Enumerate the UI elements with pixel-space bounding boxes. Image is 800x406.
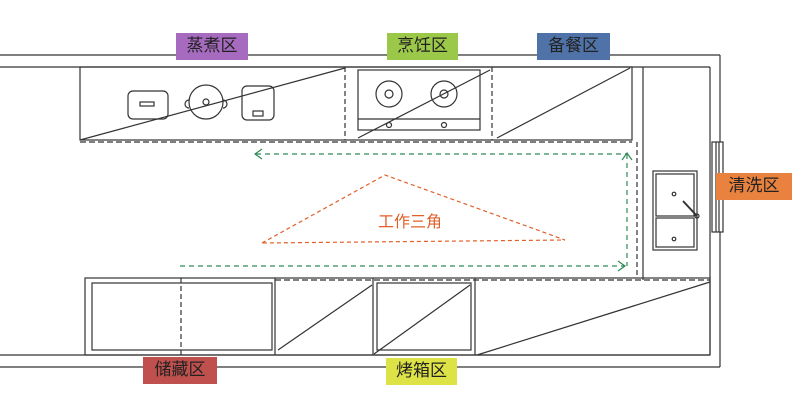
top-counter xyxy=(79,66,633,143)
zone-label-prep: 备餐区 xyxy=(537,33,610,60)
pot-icon xyxy=(184,84,228,120)
flow-arrows xyxy=(180,153,628,267)
zone-label-oven: 烤箱区 xyxy=(386,358,457,385)
sink-counter xyxy=(636,67,644,280)
work-triangle-label: 工作三角 xyxy=(378,212,443,231)
walls xyxy=(0,54,721,368)
zone-label-wash: 清洗区 xyxy=(716,173,792,200)
rice-cooker-icon xyxy=(241,85,275,121)
steamer-icon xyxy=(127,90,169,120)
bottom-counter xyxy=(84,277,711,356)
zone-label-cook: 烹饪区 xyxy=(387,33,458,60)
work-triangle xyxy=(261,174,566,244)
arrowheads xyxy=(253,148,633,272)
zone-label-steam: 蒸煮区 xyxy=(176,33,248,60)
sink-icon xyxy=(652,170,700,251)
zone-label-storage: 储藏区 xyxy=(143,357,217,384)
gas-stove-icon xyxy=(357,69,481,131)
